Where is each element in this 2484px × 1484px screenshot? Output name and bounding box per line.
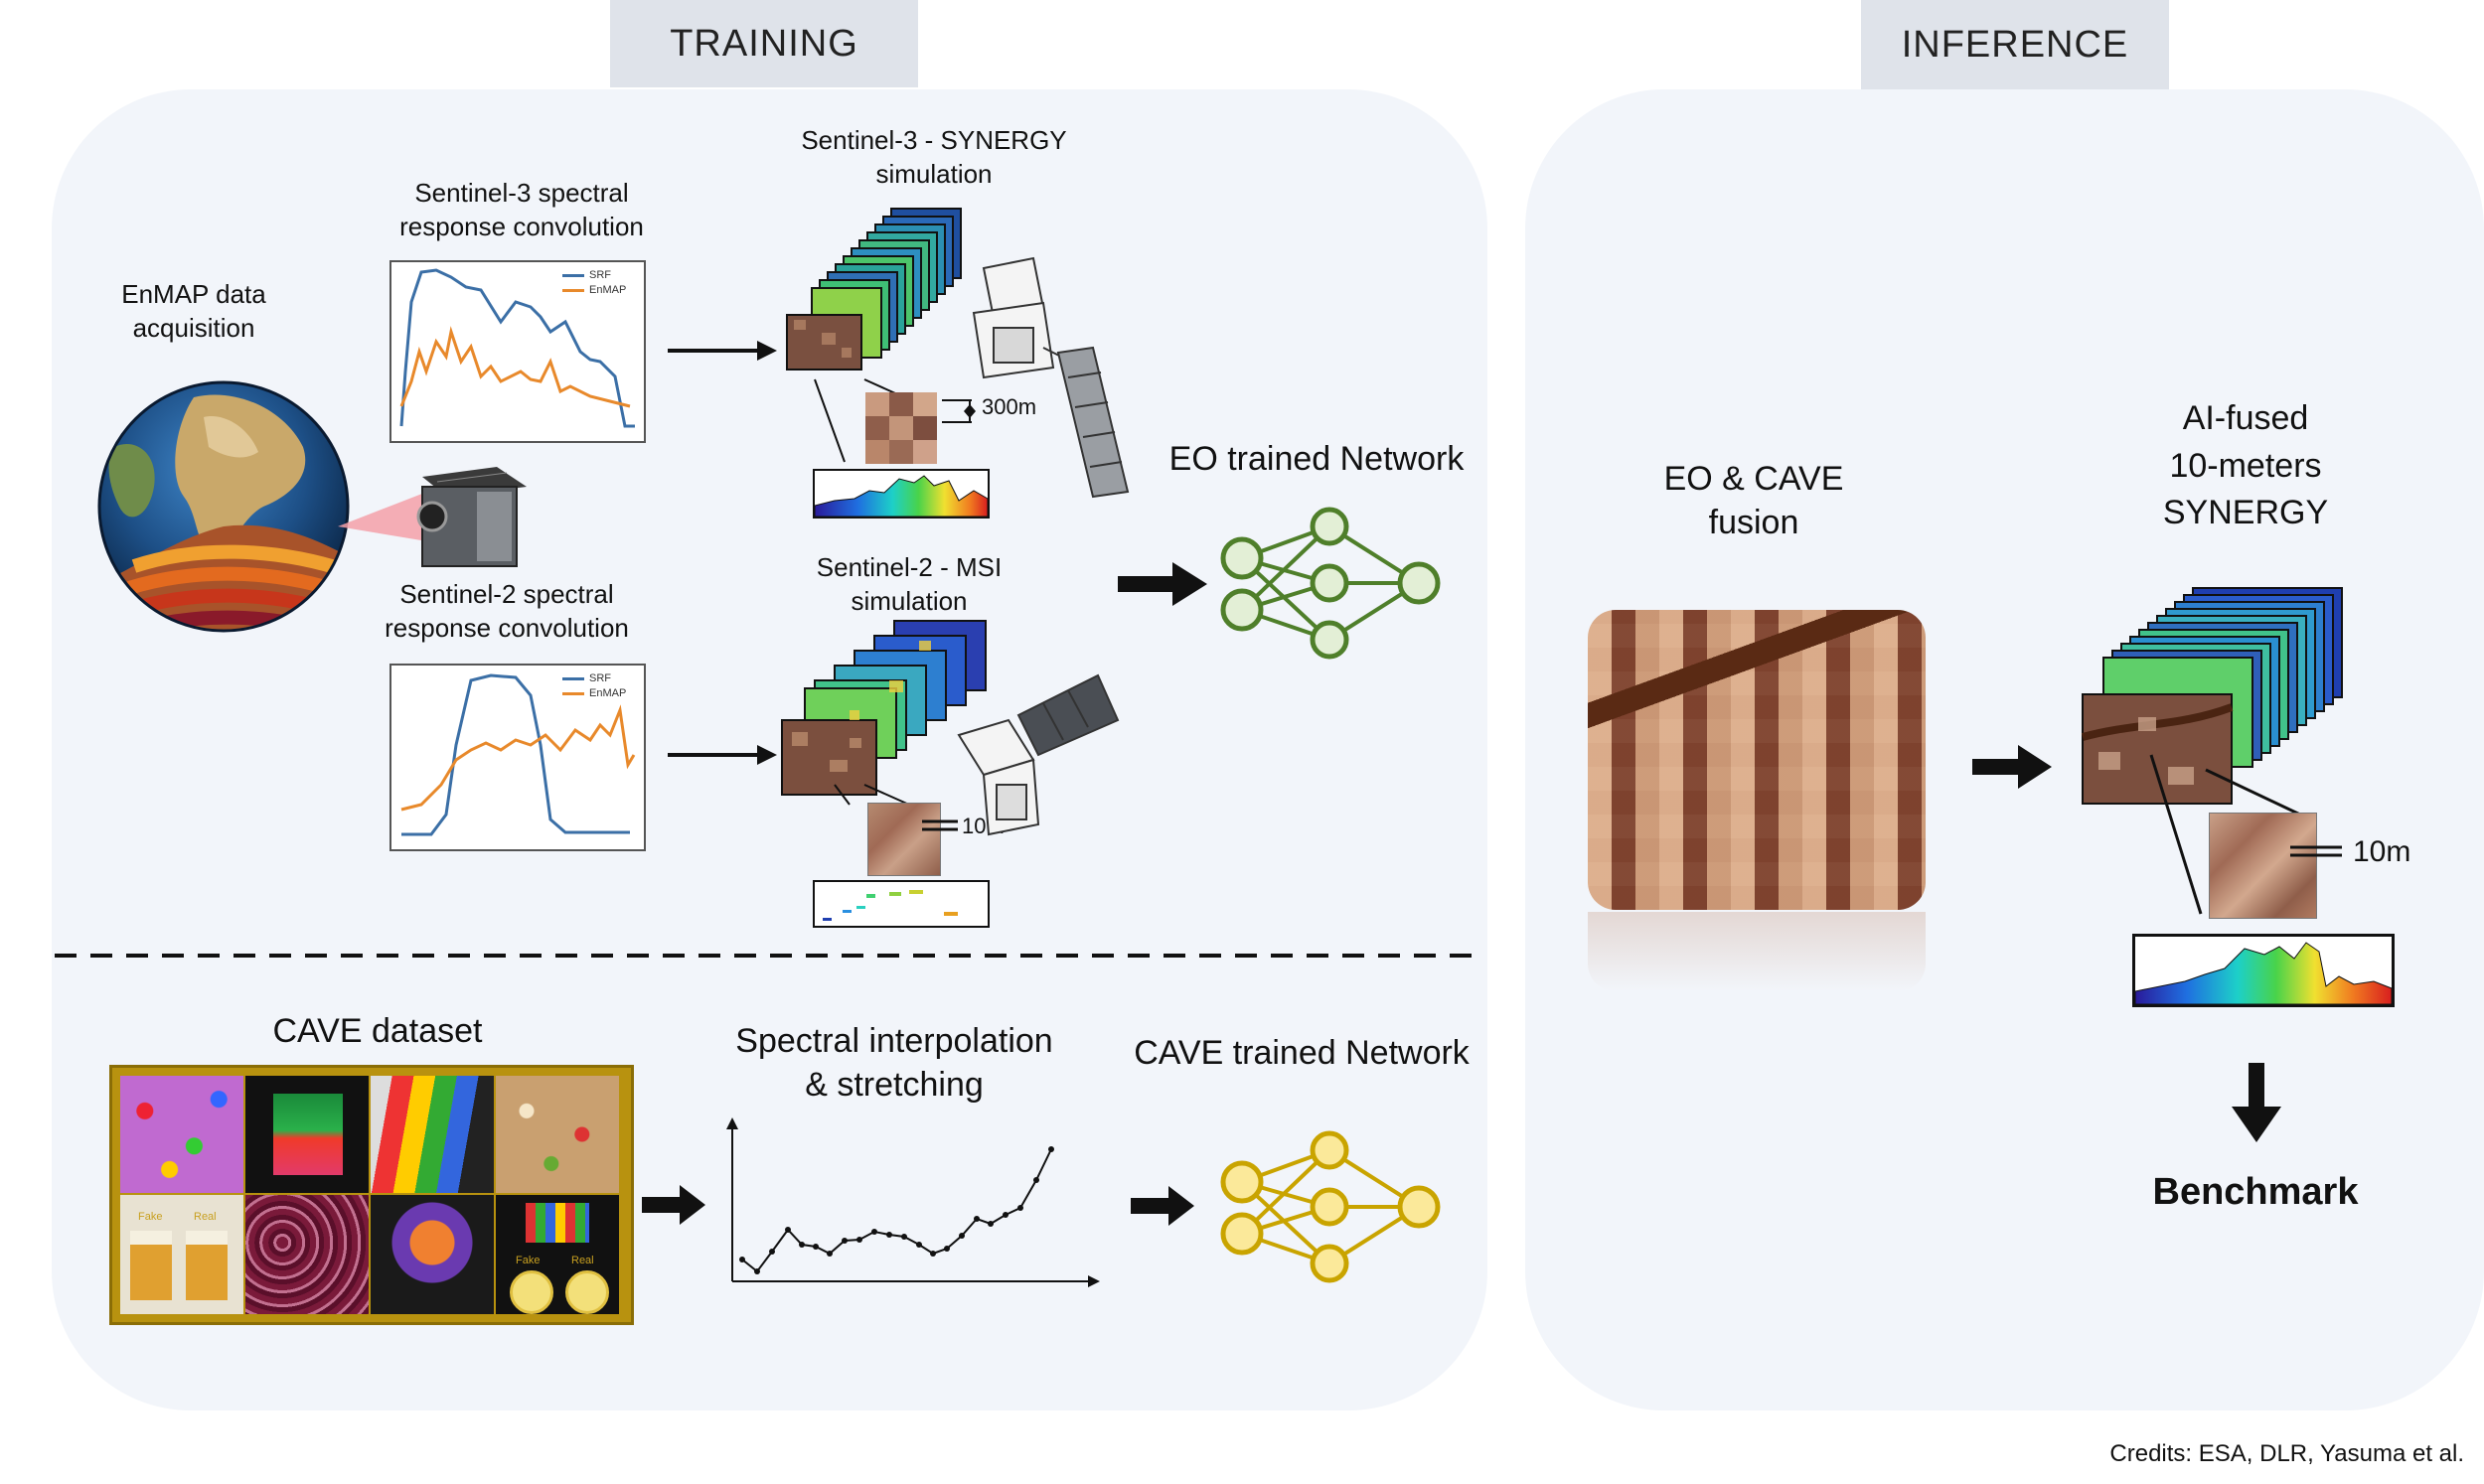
s3-spectrum — [813, 469, 990, 519]
cave-dataset-label: CAVE dataset — [272, 1012, 483, 1050]
s2-srf-chart: SRF EnMAP — [389, 664, 646, 851]
s3-srf-chart: SRF EnMAP — [389, 260, 646, 443]
section-divider — [55, 954, 1485, 958]
eo-network-icon — [1220, 507, 1441, 660]
eo-network-label: EO trained Network — [1168, 440, 1465, 478]
s2-scale-bar — [922, 819, 958, 831]
arrow-right-icon — [1972, 745, 2052, 789]
fused-image — [1588, 610, 1926, 910]
cave-network-icon — [1220, 1130, 1441, 1283]
cave-tile-checker-lemons: Fake Real — [496, 1195, 619, 1314]
arrow-right-icon — [642, 1185, 705, 1225]
s2-pixel-zoom — [867, 803, 941, 876]
cave-tile-real-label: Real — [194, 1211, 217, 1223]
training-header: TRAINING — [610, 0, 918, 87]
fused-image-reflection — [1588, 912, 1926, 991]
s2-zoom-lines — [834, 784, 910, 806]
cave-network-label: CAVE trained Network — [1134, 1034, 1470, 1072]
cave-tile-blocks — [245, 1076, 369, 1193]
cave-mosaic: Fake Real Fake Real — [109, 1065, 634, 1325]
interp-label: Spectral interpolation& stretching — [735, 1022, 1053, 1105]
cave-tile-jellybeans — [496, 1076, 619, 1193]
output-zoom-lines — [2149, 754, 2301, 915]
output-datacube — [2081, 587, 2343, 805]
cave-tile-feathers — [371, 1076, 494, 1193]
s2-chart-legend: SRF EnMAP — [562, 671, 626, 701]
s3-pixel-zoom — [865, 392, 937, 464]
cave-tile-real-label: Real — [571, 1255, 594, 1266]
arrow-right-icon — [1131, 1186, 1194, 1226]
s3-scale-bar — [942, 399, 976, 423]
output-spectrum — [2132, 934, 2395, 1007]
output-pixel-zoom — [2209, 813, 2317, 919]
cave-tile-cloth — [245, 1195, 369, 1314]
s3-datacube — [786, 208, 962, 371]
s3-chart-legend: SRF EnMAP — [562, 268, 626, 298]
interp-plot — [726, 1117, 1100, 1287]
arrow-right-icon — [668, 341, 777, 361]
sentinel2-satellite-icon — [957, 673, 1120, 836]
cave-tile-fake-label: Fake — [138, 1211, 163, 1223]
inference-header: INFERENCE — [1861, 0, 2169, 89]
earth-icon — [97, 380, 350, 633]
arrow-right-icon — [668, 745, 777, 765]
cave-tile-beer: Fake Real — [120, 1195, 243, 1314]
output-scale-bar — [2290, 845, 2342, 857]
cave-tile-fake-label: Fake — [516, 1255, 541, 1266]
s2-datacube — [781, 620, 987, 796]
arrow-right-icon — [1118, 562, 1207, 606]
sentinel3-satellite-icon — [972, 256, 1130, 499]
enmap-satellite-icon — [338, 467, 527, 567]
output-resolution-label: 10m — [2353, 835, 2411, 868]
s2-spectrum — [813, 880, 990, 928]
cave-tile-beads — [120, 1076, 243, 1193]
benchmark-label: Benchmark — [2152, 1171, 2359, 1213]
arrow-down-icon — [2232, 1063, 2281, 1142]
s3-resolution-label: 300m — [982, 394, 1037, 419]
cave-tile-flowers — [371, 1195, 494, 1314]
credits-text: Credits: ESA, DLR, Yasuma et al. — [2109, 1440, 2464, 1467]
